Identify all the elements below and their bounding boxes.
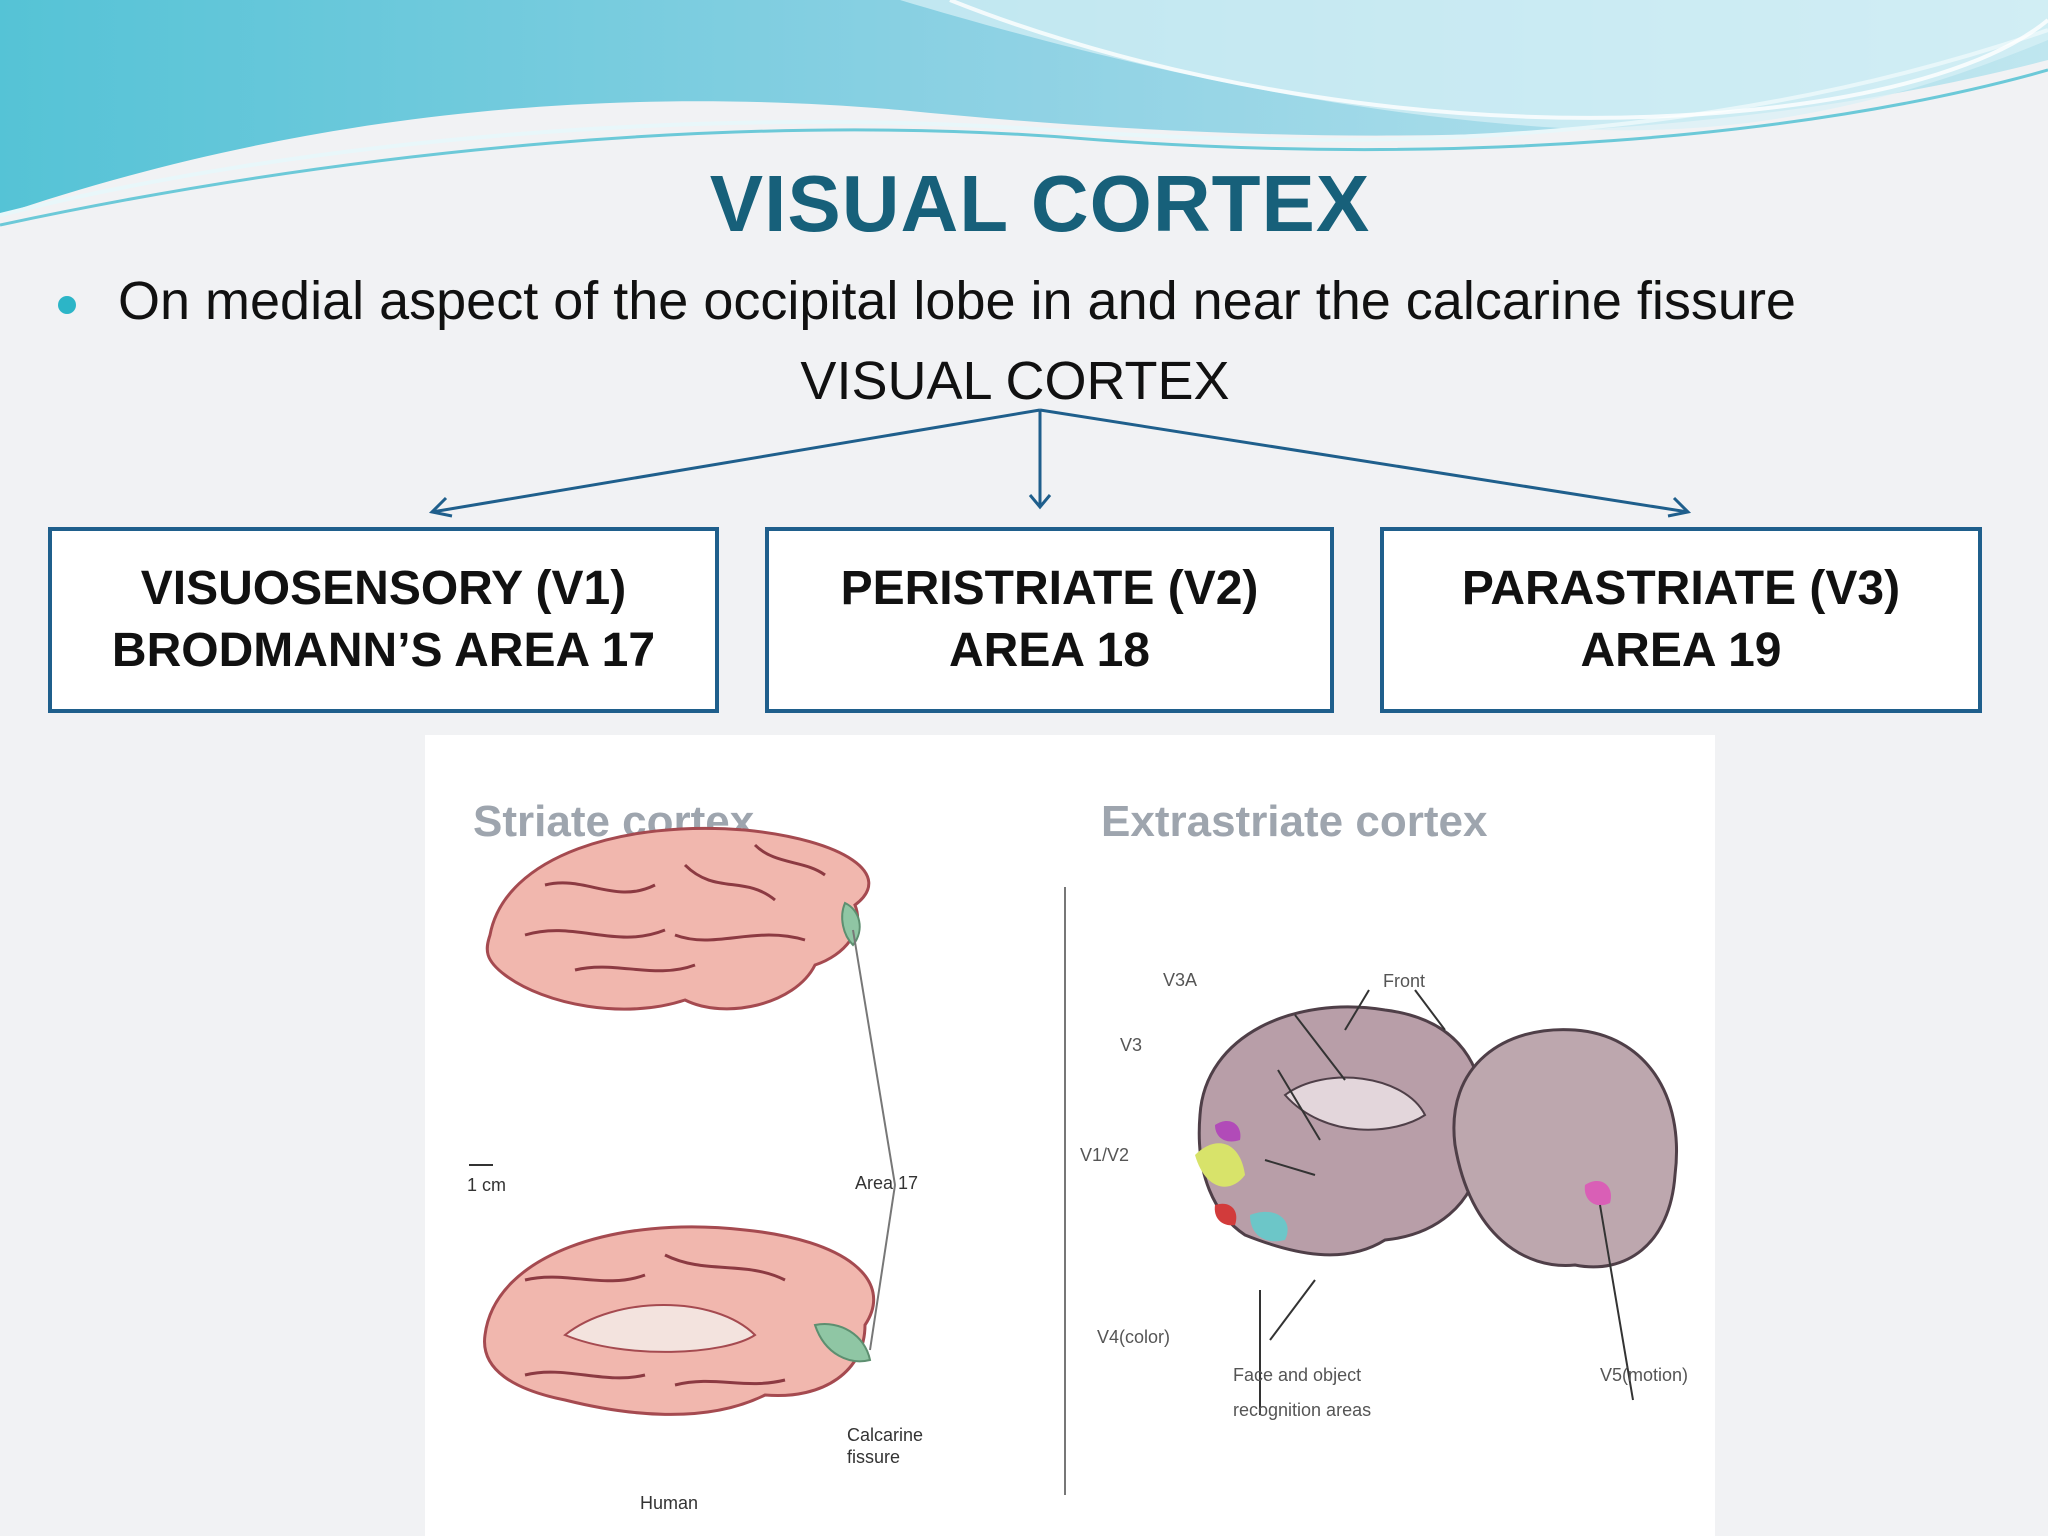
box-line: PERISTRIATE (V2) — [840, 562, 1259, 615]
brain-illustrations — [469, 826, 1678, 1495]
label-recognition-areas: recognition areas — [1233, 1400, 1372, 1420]
branch-arrows — [428, 408, 1692, 518]
header-wave-banner — [0, 0, 2048, 227]
arrow-left — [431, 408, 1041, 514]
box-line: AREA 18 — [949, 624, 1150, 677]
arrowhead-center — [1028, 494, 1052, 510]
label-v5: V5(motion) — [1600, 1365, 1689, 1385]
label-v1v2: V1/V2 — [1080, 1145, 1130, 1165]
label-v4: V4(color) — [1097, 1327, 1171, 1347]
label-area17: Area 17 — [855, 1173, 919, 1193]
arrow-right — [1039, 408, 1689, 514]
figure-heading-extrastriate: Extrastriate cortex — [1101, 797, 1488, 846]
extrastriate-medial-brain-icon — [1195, 1005, 1486, 1257]
box-parastriate-v3: PARASTRIATE (V3) AREA 19 — [1380, 527, 1982, 713]
label-calcarine: Calcarine — [847, 1425, 924, 1445]
label-human: Human — [640, 1493, 699, 1513]
label-v3a: V3A — [1163, 970, 1198, 990]
bullet-item: On medial aspect of the occipital lobe i… — [58, 270, 2008, 340]
label-front: Front — [1383, 971, 1426, 991]
box-line: PARASTRIATE (V3) — [1461, 562, 1901, 615]
medial-brain-icon — [483, 1225, 876, 1416]
box-line: AREA 19 — [1580, 624, 1782, 677]
label-v3: V3 — [1120, 1035, 1143, 1055]
lateral-brain-icon — [485, 826, 871, 1011]
box-line: VISUOSENSORY (V1) — [140, 562, 627, 615]
arrowhead-right — [1667, 496, 1692, 518]
box-peristriate-v2: PERISTRIATE (V2) AREA 18 — [765, 527, 1334, 713]
label-face-object: Face and object — [1233, 1365, 1362, 1385]
bullet-text: On medial aspect of the occipital lobe i… — [118, 271, 1796, 331]
slide-title: VISUAL CORTEX — [709, 159, 1371, 248]
diagram-root-label: VISUAL CORTEX — [800, 351, 1230, 411]
label-fissure: fissure — [847, 1447, 901, 1467]
extrastriate-lateral-brain-icon — [1452, 1028, 1678, 1269]
arrowhead-left — [428, 496, 453, 518]
box-line: BRODMANN’S AREA 17 — [111, 624, 656, 677]
bullet-dot-icon — [58, 296, 76, 314]
label-scale: 1 cm — [467, 1175, 507, 1195]
brain-figure: Striate cortex Extrastriate cortex — [425, 735, 1715, 1536]
box-visuosensory-v1: VISUOSENSORY (V1) BRODMANN’S AREA 17 — [48, 527, 719, 713]
